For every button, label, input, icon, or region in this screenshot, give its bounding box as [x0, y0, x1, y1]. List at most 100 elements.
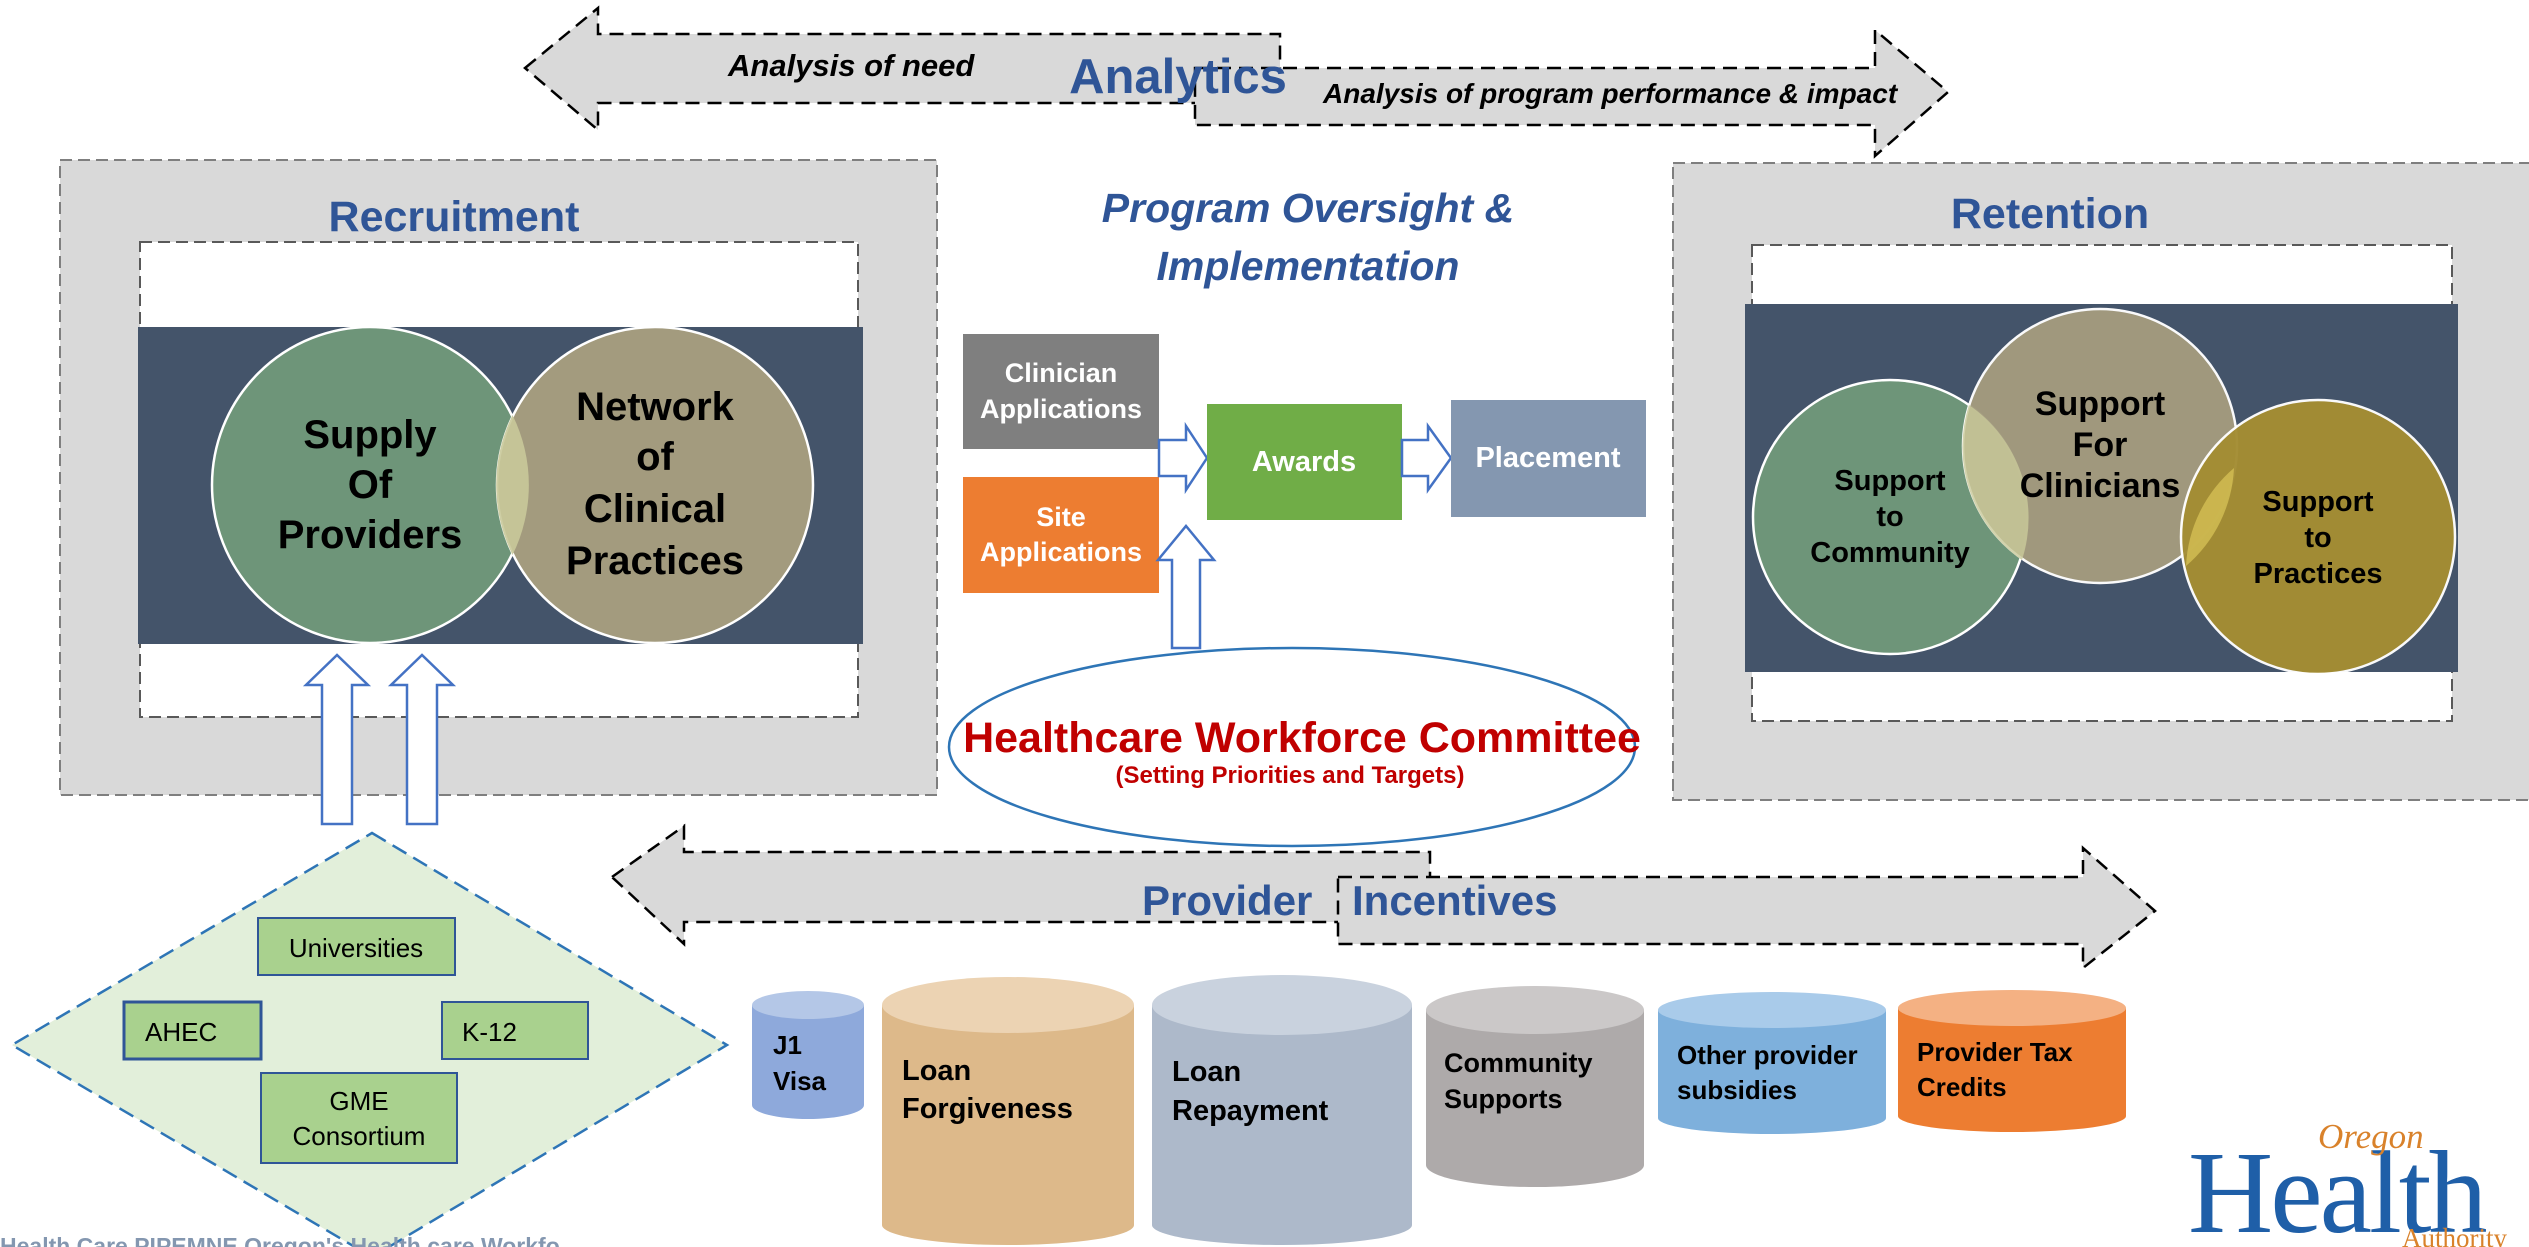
- placement-box: [1451, 400, 1646, 517]
- ahec-label: AHEC: [145, 1017, 217, 1047]
- incentives-title-left: Provider: [1142, 877, 1312, 924]
- cylinder-other-subsidies: Other provider subsidies: [1658, 992, 1886, 1134]
- clinician-applications-box: [963, 334, 1159, 449]
- incentive-cylinders: J1 Visa Loan Forgiveness Loan Repayment …: [752, 975, 2126, 1245]
- committee-subtitle: (Setting Priorities and Targets): [1116, 762, 1465, 789]
- placement-label: Placement: [1475, 442, 1620, 474]
- j1-line-1: J1: [773, 1030, 802, 1060]
- recruitment-title: Recruitment: [329, 193, 580, 241]
- awards-to-placement-arrow: [1400, 422, 1453, 494]
- practices-line-2: to: [2304, 522, 2331, 554]
- repayment-line-1: Loan: [1172, 1056, 1241, 1088]
- incentives-banner: Provider Incentives: [610, 823, 2157, 971]
- clinicians-line-3: Clinicians: [2020, 467, 2181, 505]
- cylinder-tax-credits: Provider Tax Credits: [1898, 990, 2126, 1132]
- incentives-left-arrow: [610, 823, 1432, 947]
- footer-cut-text: Health Care PIPEMNE Oregon's Health care…: [0, 1233, 560, 1247]
- cylinder-community-supports: Community Supports: [1426, 986, 1644, 1187]
- k12-label: K-12: [462, 1017, 517, 1047]
- cylinder-j1-visa: J1 Visa: [752, 991, 864, 1119]
- committee: Healthcare Workforce Committee (Setting …: [947, 646, 1641, 848]
- committee-title: Healthcare Workforce Committee: [963, 714, 1641, 762]
- apps-to-awards-arrow: [1157, 421, 1209, 495]
- forgiveness-line-1: Loan: [902, 1055, 971, 1087]
- recruitment-overlap: [496, 415, 529, 555]
- cylinder-tax-body: [1898, 1008, 2126, 1132]
- k12-box: [441, 1001, 589, 1060]
- j1-line-2: Visa: [773, 1066, 827, 1096]
- retention-overlap-right: [2186, 468, 2234, 566]
- forgiveness-line-2: Forgiveness: [902, 1093, 1073, 1125]
- cylinder-loan-forgiveness: Loan Forgiveness: [882, 977, 1134, 1245]
- support-practices-circle: [2179, 398, 2457, 676]
- incentives-title-right: Incentives: [1352, 877, 1557, 924]
- repayment-line-2: Repayment: [1172, 1095, 1329, 1127]
- pipeline-arrow-left: [302, 653, 372, 826]
- clinician-apps-line-1: Clinician: [1005, 358, 1118, 388]
- cylinder-forgiveness-body: [882, 1005, 1134, 1245]
- community-line-1: Support: [1834, 465, 1945, 497]
- clinician-apps-line-2: Applications: [980, 394, 1142, 424]
- analytics-right-arrow: [1193, 27, 1950, 159]
- practices-line-3: Practices: [2254, 558, 2383, 590]
- oversight-title-line-2: Implementation: [1157, 243, 1460, 289]
- ahec-box: [122, 1000, 263, 1061]
- tax-credits-line-1: Provider Tax: [1917, 1037, 2073, 1067]
- network-line-1: Network: [576, 385, 735, 429]
- retention-overlap-left: [1962, 405, 2029, 560]
- retention-title: Retention: [1951, 190, 2149, 238]
- pipeline-up-arrows: [302, 653, 457, 826]
- cylinder-forgiveness-top: [882, 977, 1134, 1033]
- awards-box: [1207, 404, 1402, 520]
- universities-label: Universities: [289, 933, 423, 963]
- cylinder-j1-body: [752, 1005, 864, 1119]
- cylinder-repayment-body: [1152, 1005, 1412, 1245]
- network-line-2: of: [636, 435, 674, 479]
- tax-credits-line-2: Credits: [1917, 1072, 2007, 1102]
- community-supports-line-2: Supports: [1444, 1084, 1563, 1114]
- cylinder-repayment-top: [1152, 975, 1412, 1035]
- network-line-3: Clinical: [584, 487, 726, 531]
- supply-line-2: Of: [348, 463, 393, 507]
- gme-line-2: Consortium: [293, 1121, 426, 1151]
- pipeline-diamond: Universities AHEC K-12 GME Consortium: [9, 831, 730, 1247]
- community-line-3: Community: [1810, 537, 1970, 569]
- retention-panel: Retention Support to Community Support F…: [1672, 162, 2529, 801]
- cylinder-subsidies-body: [1658, 1010, 1886, 1134]
- program-oversight: Program Oversight & Implementation Clini…: [963, 185, 1646, 650]
- oversight-title-line-1: Program Oversight &: [1102, 185, 1514, 231]
- cylinder-j1-top: [752, 991, 864, 1019]
- site-apps-line-1: Site: [1036, 502, 1086, 532]
- analytics-title: Analytics: [1069, 50, 1287, 104]
- gme-line-1: GME: [329, 1086, 388, 1116]
- community-line-2: to: [1876, 501, 1903, 533]
- recruitment-panel: Recruitment Supply Of Providers Network …: [59, 159, 938, 796]
- pipeline-arrow-right: [387, 653, 457, 826]
- universities-box: [257, 917, 456, 976]
- cylinder-subsidies-top: [1658, 992, 1886, 1028]
- practices-line-1: Support: [2262, 486, 2373, 518]
- cylinder-community-top: [1426, 986, 1644, 1034]
- awards-label: Awards: [1252, 446, 1356, 478]
- site-apps-line-2: Applications: [980, 537, 1142, 567]
- community-supports-line-1: Community: [1444, 1048, 1593, 1078]
- clinicians-line-1: Support: [2035, 385, 2165, 423]
- committee-ellipse: [947, 646, 1637, 848]
- logo-health: Health: [2188, 1127, 2487, 1247]
- logo-authority: Authority: [2402, 1223, 2507, 1247]
- analytics-banner: Analysis of need Analytics Analysis of p…: [523, 5, 1950, 159]
- site-applications-box: [963, 477, 1159, 593]
- cylinder-tax-top: [1898, 990, 2126, 1026]
- supply-line-1: Supply: [303, 413, 437, 457]
- incentives-right-arrow: [1336, 845, 2157, 971]
- logo-oregon: Oregon: [2318, 1117, 2424, 1156]
- analytics-left-label: Analysis of need: [727, 48, 975, 83]
- oha-logo: Health Oregon Authority: [2188, 1117, 2507, 1247]
- network-line-4: Practices: [566, 539, 744, 583]
- clinicians-line-2: For: [2073, 426, 2128, 464]
- committee-to-awards-arrow: [1155, 524, 1217, 650]
- subsidies-line-1: Other provider: [1677, 1040, 1858, 1070]
- subsidies-line-2: subsidies: [1677, 1075, 1797, 1105]
- analytics-right-label: Analysis of program performance & impact: [1322, 78, 1899, 109]
